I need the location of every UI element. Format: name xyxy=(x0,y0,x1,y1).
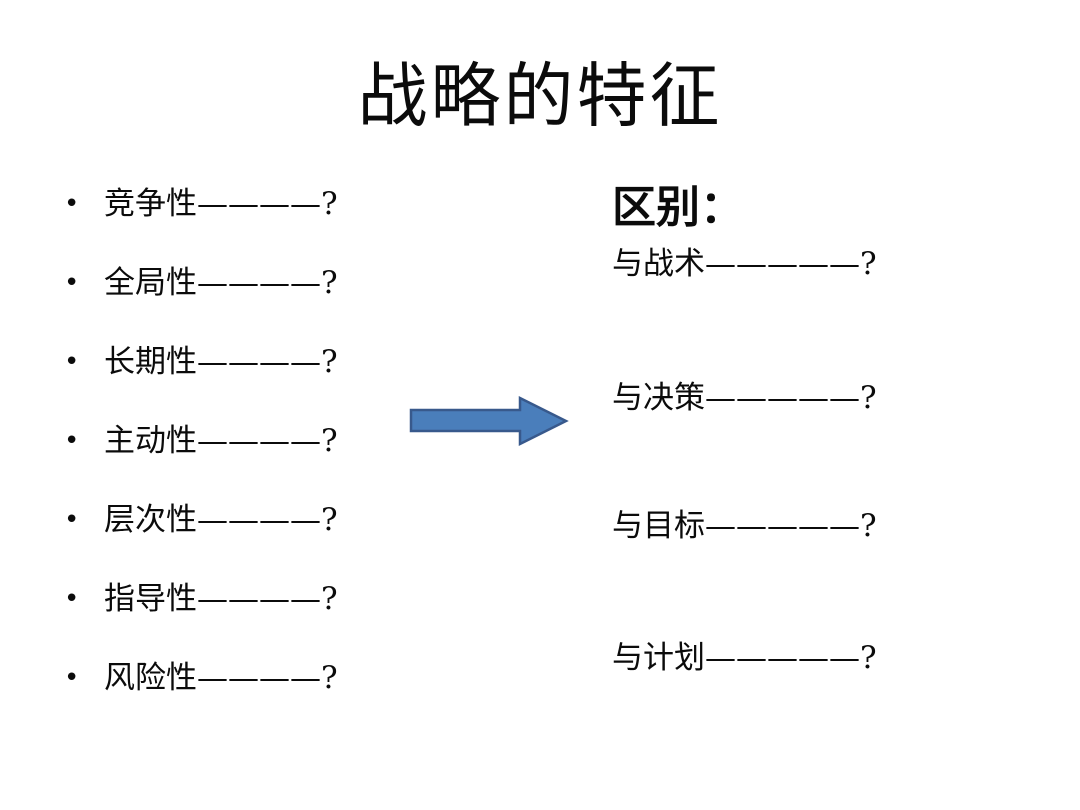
bullet-icon: • xyxy=(64,268,80,298)
list-item: • 风险性————? xyxy=(62,658,422,737)
list-item: • 长期性————? xyxy=(62,342,422,421)
list-item-text: 主动性————? xyxy=(104,423,338,459)
list-item: • 主动性————? xyxy=(62,421,422,500)
list-item: • 竞争性————? xyxy=(62,184,422,263)
feature-bullet-list: • 竞争性————? • 全局性————? • 长期性————? • 主动性——… xyxy=(62,184,422,737)
right-panel-item: 与决策—————? xyxy=(612,380,877,416)
bullet-icon: • xyxy=(64,663,80,693)
list-item-text: 竞争性————? xyxy=(104,186,338,222)
list-item: • 全局性————? xyxy=(62,263,422,342)
right-panel-heading: 区别： xyxy=(612,182,744,233)
slide-title: 战略的特征 xyxy=(357,55,723,137)
right-panel-item: 与计划—————? xyxy=(612,640,877,676)
bullet-icon: • xyxy=(64,584,80,614)
list-item-text: 全局性————? xyxy=(104,265,338,301)
bullet-icon: • xyxy=(64,426,80,456)
list-item-text: 长期性————? xyxy=(104,344,338,380)
list-item-text: 层次性————? xyxy=(104,502,338,538)
list-item: • 层次性————? xyxy=(62,500,422,579)
bullet-icon: • xyxy=(64,505,80,535)
list-item-text: 风险性————? xyxy=(104,660,338,696)
right-arrow-shape xyxy=(409,395,569,447)
bullet-icon: • xyxy=(64,189,80,219)
right-arrow-icon xyxy=(408,394,570,448)
list-item: • 指导性————? xyxy=(62,579,422,658)
right-panel-item: 与目标—————? xyxy=(612,508,877,544)
bullet-icon: • xyxy=(64,347,80,377)
list-item-text: 指导性————? xyxy=(104,581,338,617)
right-panel-item: 与战术—————? xyxy=(612,246,877,282)
